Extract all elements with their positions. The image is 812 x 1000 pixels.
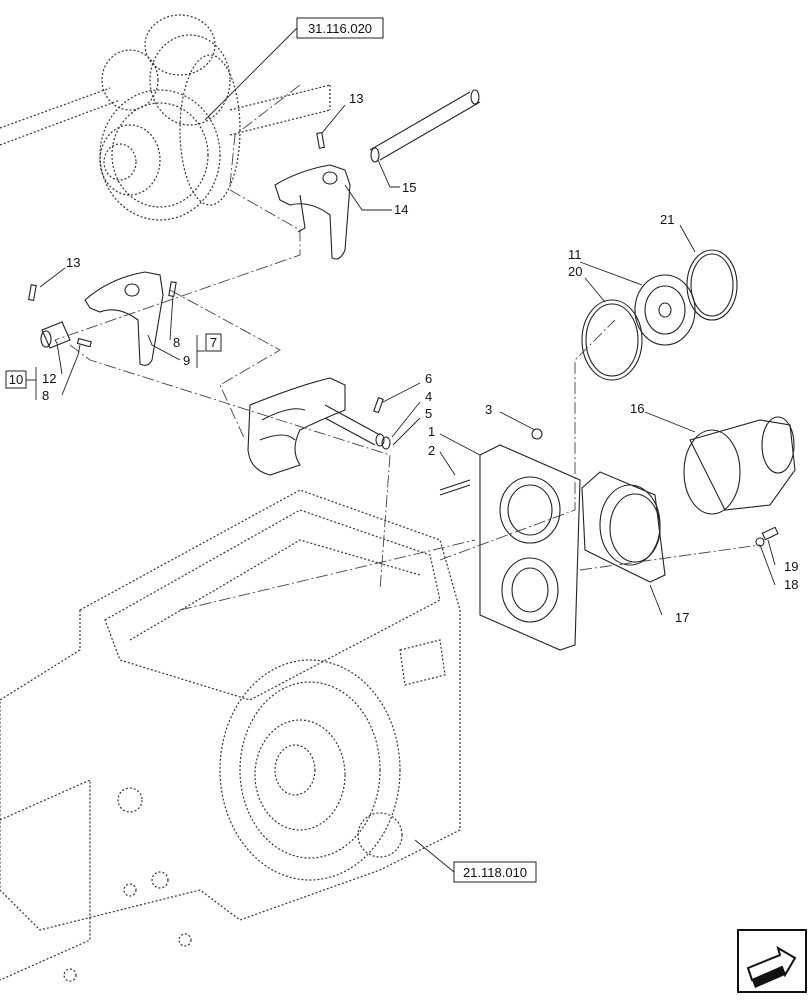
reference-bottom-label: 21.118.010 [463, 865, 527, 880]
callout-12: 12 [42, 371, 56, 386]
callout-11: 11 [568, 247, 582, 262]
callout-labels: 13 15 14 13 8 9 7 10 12 8 6 4 5 3 1 2 11… [5, 91, 798, 625]
o-ring-20 [581, 299, 643, 381]
reference-top-label: 31.116.020 [308, 21, 372, 36]
selector-plate [247, 377, 391, 476]
callout-14: 14 [394, 202, 408, 217]
callout-17: 17 [675, 610, 689, 625]
callout-20: 20 [568, 264, 582, 279]
circlip-21 [686, 249, 738, 321]
callout-19: 19 [784, 559, 798, 574]
gear-shaft-assembly [0, 14, 331, 221]
pins-left [28, 284, 92, 349]
callout-7-box [205, 333, 222, 352]
callout-8-left: 8 [42, 388, 49, 403]
callout-4: 4 [425, 389, 432, 404]
shift-fork-14 [274, 131, 351, 260]
housing-17 [581, 471, 666, 583]
bearing-11 [634, 274, 696, 346]
callout-7: 7 [210, 335, 217, 350]
cover-plate-1 [439, 428, 581, 651]
centerlines [54, 84, 761, 611]
callout-18: 18 [784, 577, 798, 592]
reference-top[interactable]: 31.116.020 [204, 17, 384, 121]
callout-6: 6 [425, 371, 432, 386]
callout-5: 5 [425, 406, 432, 421]
callout-16: 16 [630, 401, 644, 416]
callout-13-upper: 13 [349, 91, 363, 106]
screw-18-19 [755, 526, 779, 547]
callout-1: 1 [428, 424, 435, 439]
callout-8-right: 8 [173, 335, 180, 350]
gearbox-housing [0, 489, 461, 982]
callout-10-box [5, 370, 27, 389]
shift-fork-9 [84, 271, 177, 366]
reference-bottom[interactable]: 21.118.010 [414, 839, 537, 883]
callout-9: 9 [183, 353, 190, 368]
callout-13-lower: 13 [66, 255, 80, 270]
shift-rod-15 [369, 89, 481, 163]
callout-21: 21 [660, 212, 674, 227]
boot-16 [683, 416, 796, 515]
callout-2: 2 [428, 443, 435, 458]
callout-leaders [39, 104, 776, 616]
callout-10: 10 [9, 372, 23, 387]
navigation-arrow-icon[interactable] [737, 929, 807, 993]
callout-3: 3 [485, 402, 492, 417]
callout-15: 15 [402, 180, 416, 195]
